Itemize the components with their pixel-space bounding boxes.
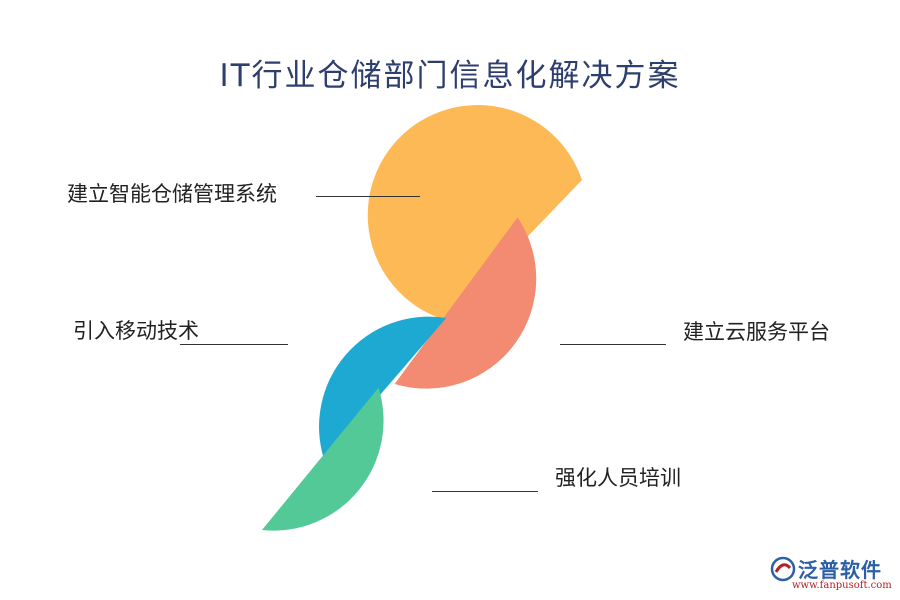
label-mobile-tech: 引入移动技术: [73, 319, 199, 343]
brand-logo-icon: [770, 556, 796, 582]
label-staff-training: 强化人员培训: [555, 466, 681, 490]
watermark: 泛普软件 www.fanpusoft.com: [770, 554, 894, 594]
segment-staff-training: [262, 387, 384, 531]
segment-cloud-platform: [394, 217, 537, 389]
leader-line-cloud-platform: [560, 344, 666, 345]
leader-line-staff-training: [432, 491, 538, 492]
leader-line-mobile-tech: [180, 344, 288, 345]
watermark-brand: 泛普软件: [798, 558, 882, 582]
leader-line-smart-warehouse: [316, 196, 420, 197]
label-cloud-platform: 建立云服务平台: [683, 320, 830, 344]
label-smart-warehouse: 建立智能仓储管理系统: [67, 182, 277, 206]
segment-smart-warehouse: [367, 105, 582, 321]
page-title: IT行业仓储部门信息化解决方案: [219, 58, 681, 94]
watermark-url: www.fanpusoft.com: [792, 580, 892, 591]
